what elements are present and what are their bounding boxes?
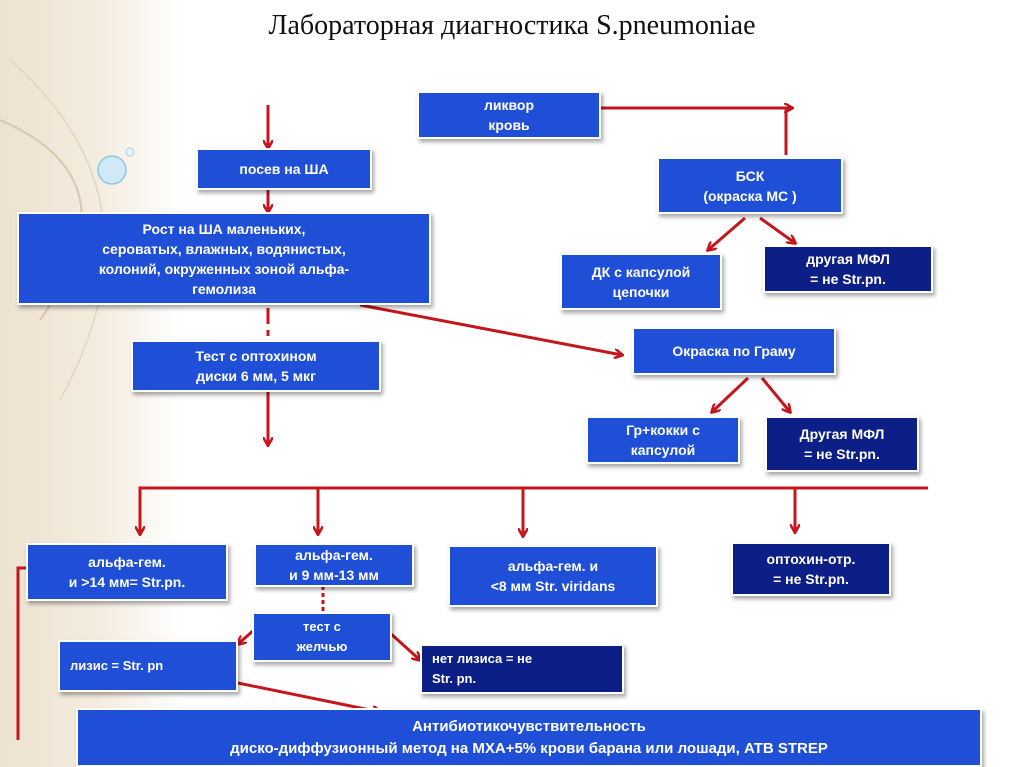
arrow-gram-to-mfl	[760, 377, 790, 412]
node-lysis: лизис = Str. pn	[58, 640, 238, 692]
arrow-growth-to-gram	[359, 303, 622, 355]
node-antibiotic: Антибиотикочувствительность диско-диффуз…	[76, 708, 982, 767]
node-bile-test: тест с желчью	[252, 612, 392, 662]
node-optochin-test: Тест с оптохином диски 6 мм, 5 мкг	[131, 340, 381, 392]
node-other-mfl-1: другая МФЛ = не Str.pn.	[763, 245, 933, 293]
bubble-small-icon	[125, 147, 135, 157]
node-culture: посев на ША	[196, 148, 372, 190]
node-growth: Рост на ША маленьких, сероватых, влажных…	[17, 212, 431, 305]
branch-line	[138, 486, 928, 530]
node-gram-cocci: Гр+кокки с капсулой	[586, 416, 740, 464]
arrow-bile-to-nolysis	[388, 631, 420, 660]
arrow-left-loop	[16, 566, 26, 740]
node-bsk: БСК (окраска МС )	[657, 157, 843, 214]
node-alpha-8: альфа-гем. и <8 мм Str. viridans	[448, 545, 658, 607]
page-title: Лабораторная диагностика S.pneumoniae	[268, 10, 756, 41]
node-optochin-result: оптохин-отр. = не Str.pn.	[731, 542, 891, 596]
arrow-gram-to-cocci	[712, 376, 750, 412]
arrow-lysis-to-abx	[237, 681, 380, 712]
node-alpha-9-13: альфа-гем. и 9 мм-13 мм	[254, 543, 414, 587]
bubble-icon	[97, 155, 127, 185]
node-alpha-14: альфа-гем. и >14 мм= Str.pn.	[26, 543, 228, 601]
node-other-mfl-2: Другая МФЛ = не Str.pn.	[765, 416, 919, 472]
node-no-lysis: нет лизиса = не Str. pn.	[420, 644, 624, 694]
node-gram: Окраска по Граму	[632, 327, 836, 375]
node-specimen: ликвор кровь	[417, 91, 601, 139]
arrow-bsk-to-mfl	[759, 216, 795, 243]
node-dk: ДК с капсулой цепочки	[560, 253, 722, 310]
arrow-bsk-to-dk	[708, 216, 746, 250]
arrow-specimen-to-bsk	[600, 106, 788, 155]
